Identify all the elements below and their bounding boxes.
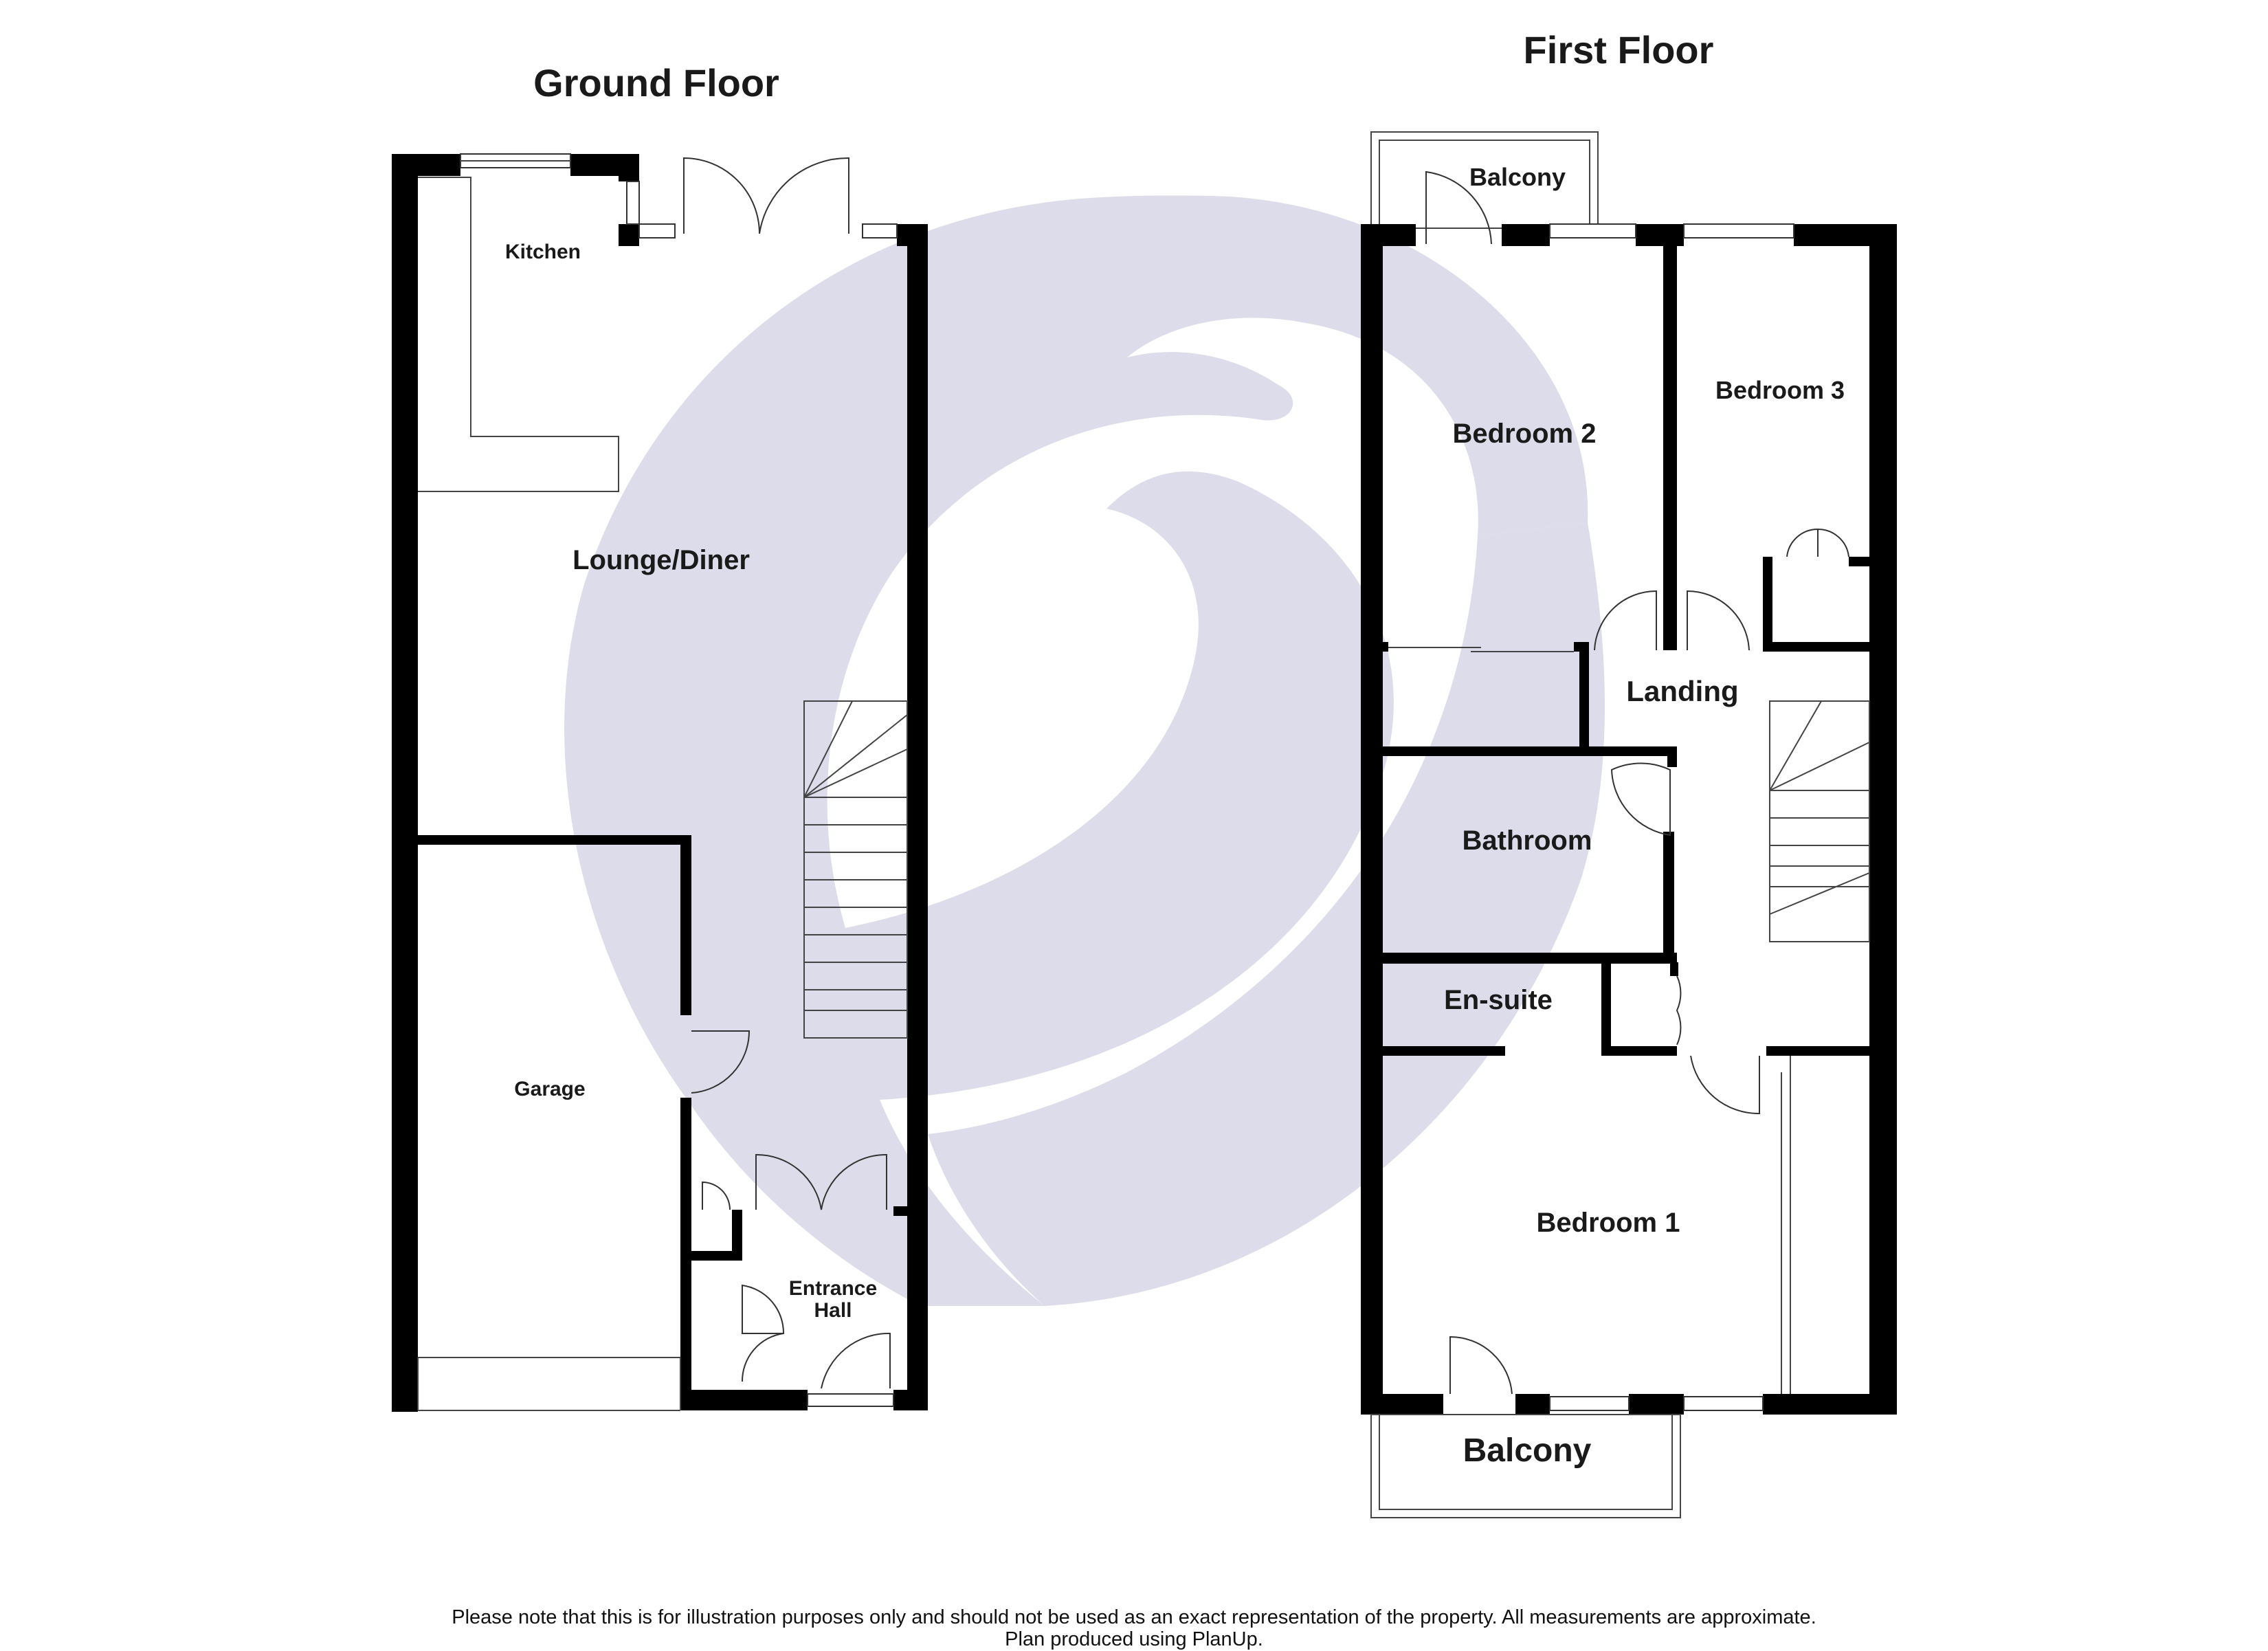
- garage-door: [417, 1357, 681, 1411]
- front-door: [821, 1332, 891, 1389]
- window: [862, 223, 898, 239]
- bathroom-door: [1610, 762, 1671, 836]
- window: [1549, 223, 1636, 239]
- room-label-bedroom2: Bedroom 2: [1453, 419, 1597, 449]
- wall: [680, 1251, 742, 1261]
- first-floor-plan: Balcony Bedroom 2 Bedroom 3 Landing Bath…: [1361, 131, 1897, 1518]
- hall-small-door: [702, 1181, 731, 1210]
- wardrobe-sliding-door: [1781, 1056, 1791, 1394]
- window: [1683, 223, 1794, 239]
- bedroom1-door: [1690, 1055, 1760, 1115]
- room-label-bathroom: Bathroom: [1463, 826, 1592, 856]
- room-label-garage: Garage: [514, 1078, 585, 1100]
- room-label-bedroom3: Bedroom 3: [1715, 376, 1845, 404]
- window: [1549, 1396, 1630, 1411]
- wall: [1629, 1394, 1684, 1415]
- wall: [619, 224, 639, 246]
- room-label-landing: Landing: [1626, 675, 1738, 707]
- wall: [1361, 224, 1383, 1415]
- disclaimer-line1: Please note that this is for illustratio…: [452, 1606, 1816, 1628]
- wall: [680, 1390, 808, 1410]
- wall: [1663, 832, 1674, 962]
- wall: [1670, 962, 1678, 976]
- kitchen-counter: [418, 177, 619, 492]
- room-label-balcony-bottom: Balcony: [1463, 1432, 1592, 1469]
- wardrobe-sliding-door: [1388, 647, 1574, 652]
- first-stairs: [1769, 700, 1870, 942]
- bedroom2-door: [1594, 590, 1657, 651]
- window: [638, 223, 676, 239]
- bedroom3-door: [1687, 590, 1750, 651]
- watermark-logo: [564, 195, 1605, 1306]
- wall: [1375, 1046, 1505, 1056]
- hall-side-door: [741, 1333, 784, 1382]
- disclaimer-line2: Plan produced using PlanUp.: [1005, 1628, 1263, 1650]
- wall: [1515, 1394, 1550, 1415]
- wall: [1579, 642, 1589, 746]
- room-label-lounge: Lounge/Diner: [572, 545, 750, 575]
- wall: [1601, 953, 1611, 1056]
- wall: [619, 154, 639, 181]
- wall: [1375, 642, 1388, 652]
- wall: [1361, 1394, 1443, 1415]
- room-label-balcony-top: Balcony: [1469, 163, 1566, 191]
- wall: [412, 835, 691, 845]
- wall: [1375, 953, 1677, 964]
- patio-door: [683, 157, 849, 234]
- first-floor-title: First Floor: [1524, 28, 1714, 71]
- ensuite-cupboard-door: [1676, 975, 1682, 1045]
- room-label-entrance: Entrance: [789, 1277, 877, 1300]
- balcony-top-rail: [1379, 140, 1590, 229]
- wall: [1361, 224, 1416, 246]
- window: [626, 181, 640, 225]
- wall: [893, 1206, 909, 1216]
- wall: [680, 835, 691, 1015]
- balcony-top-door: [1425, 170, 1492, 245]
- wall: [392, 154, 460, 176]
- wall: [1763, 642, 1873, 652]
- room-label-bedroom1: Bedroom 1: [1537, 1208, 1680, 1238]
- room-label-hall: Hall: [814, 1299, 852, 1322]
- wall: [1375, 746, 1677, 756]
- wall: [1766, 1046, 1883, 1056]
- wall: [893, 1390, 928, 1410]
- balcony-bottom-rail: [1379, 1414, 1673, 1510]
- hall-side-door: [742, 1284, 785, 1334]
- balcony-bottom-door: [1449, 1336, 1513, 1395]
- wall: [907, 224, 928, 1406]
- garage-internal-door: [691, 1030, 751, 1094]
- wall: [1869, 224, 1897, 1415]
- ground-floor-plan: Kitchen Lounge/Diner Garage Entrance Hal…: [392, 153, 928, 1412]
- wall: [1763, 557, 1772, 650]
- room-label-kitchen: Kitchen: [505, 241, 581, 263]
- wall: [732, 1210, 742, 1261]
- wall: [1763, 1394, 1897, 1415]
- ground-stairs: [803, 700, 908, 1039]
- wall: [1663, 224, 1677, 650]
- wall: [1601, 1046, 1677, 1056]
- room-label-ensuite: En-suite: [1444, 985, 1553, 1015]
- ground-floor-title: Ground Floor: [533, 61, 779, 104]
- window: [1683, 1396, 1764, 1411]
- wall: [1667, 746, 1677, 767]
- wall: [1849, 557, 1876, 566]
- hall-cupboard-door: [755, 1153, 887, 1210]
- bedroom3-cupboard-door: [1786, 528, 1849, 557]
- window: [807, 1393, 894, 1407]
- wall: [1502, 224, 1550, 246]
- wall: [392, 154, 418, 1412]
